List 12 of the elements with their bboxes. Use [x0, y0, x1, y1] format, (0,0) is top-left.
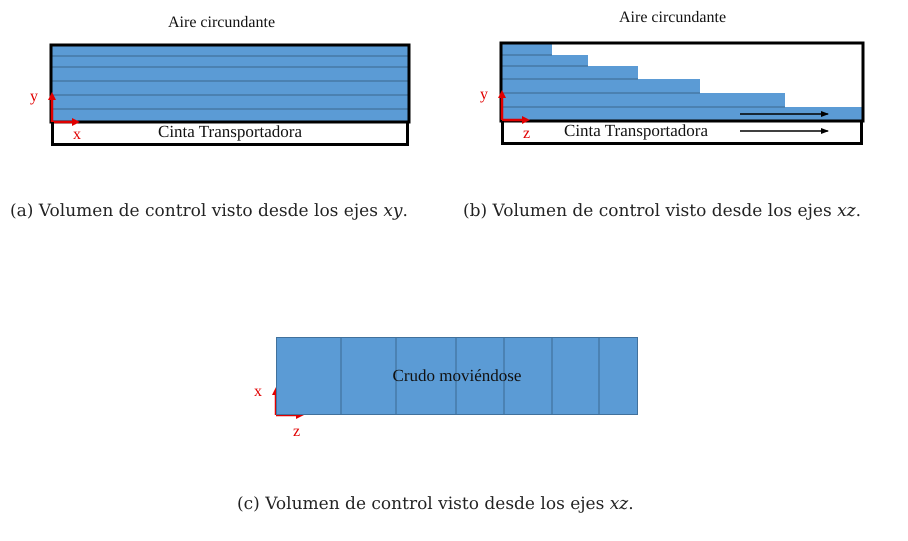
figure-caption: (a) Volumen de control visto desde los ejes xy.	[10, 200, 409, 223]
axis-label: z	[523, 125, 530, 143]
axis-label: x	[254, 383, 262, 401]
block-label: Crudo moviéndose	[392, 366, 522, 386]
axis-label: z	[293, 423, 300, 441]
region-label: Aire circundante	[619, 9, 726, 27]
figure-caption: (b) Volumen de control visto desde los ejes xz.	[463, 200, 862, 223]
region-label: Aire circundante	[168, 14, 276, 32]
axis-label: x	[73, 126, 81, 144]
figure-caption: (c) Volumen de control visto desde los ejes xz.	[237, 493, 635, 516]
axis-label: y	[30, 88, 38, 106]
axis-label: y	[480, 86, 488, 104]
